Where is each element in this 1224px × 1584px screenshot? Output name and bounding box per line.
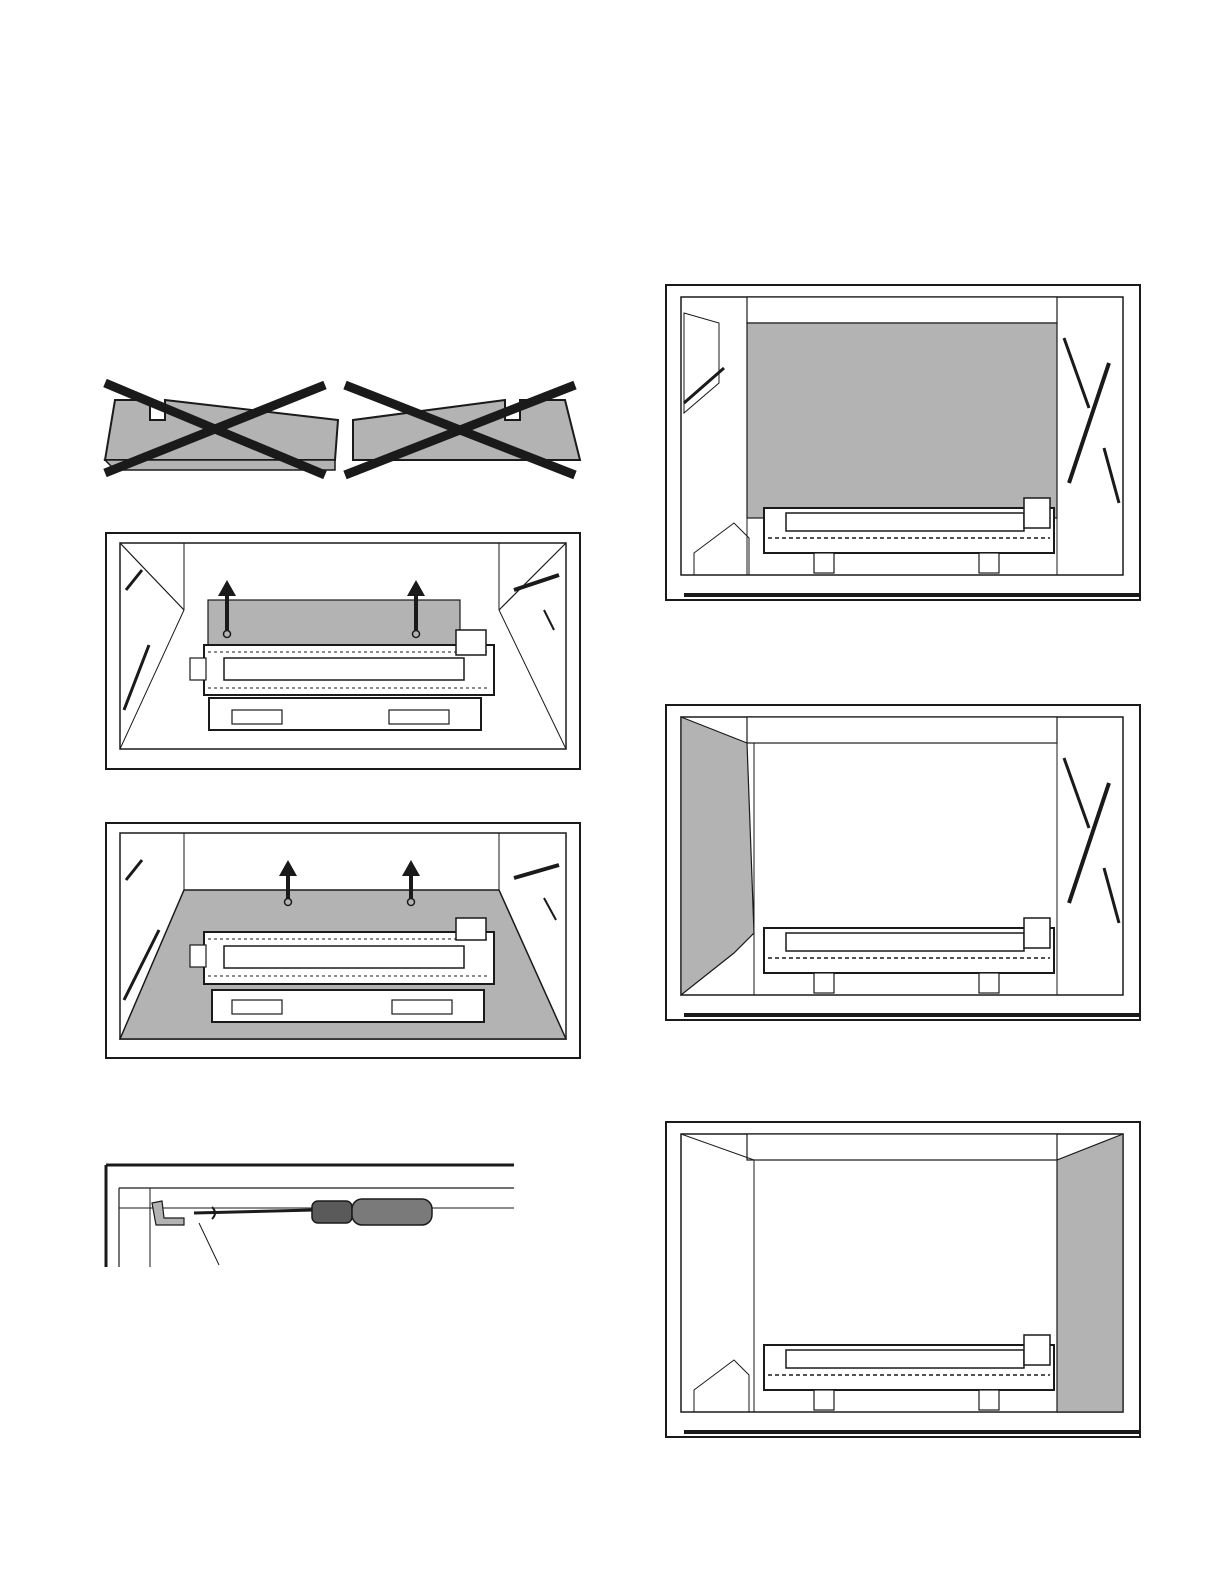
floor-panel-removal-figure — [104, 820, 584, 1065]
rear-panel-installed-figure — [664, 283, 1144, 603]
crossed-out-panel-icon — [95, 375, 595, 485]
screwdriver-icon — [194, 1199, 432, 1225]
burner-glass-removal-figure — [104, 530, 584, 775]
screw-detail-figure — [104, 1163, 519, 1273]
right-panel-installed-figure — [664, 1120, 1144, 1440]
panel-orientation-figure — [95, 375, 595, 485]
left-panel-installed-figure — [664, 703, 1144, 1023]
